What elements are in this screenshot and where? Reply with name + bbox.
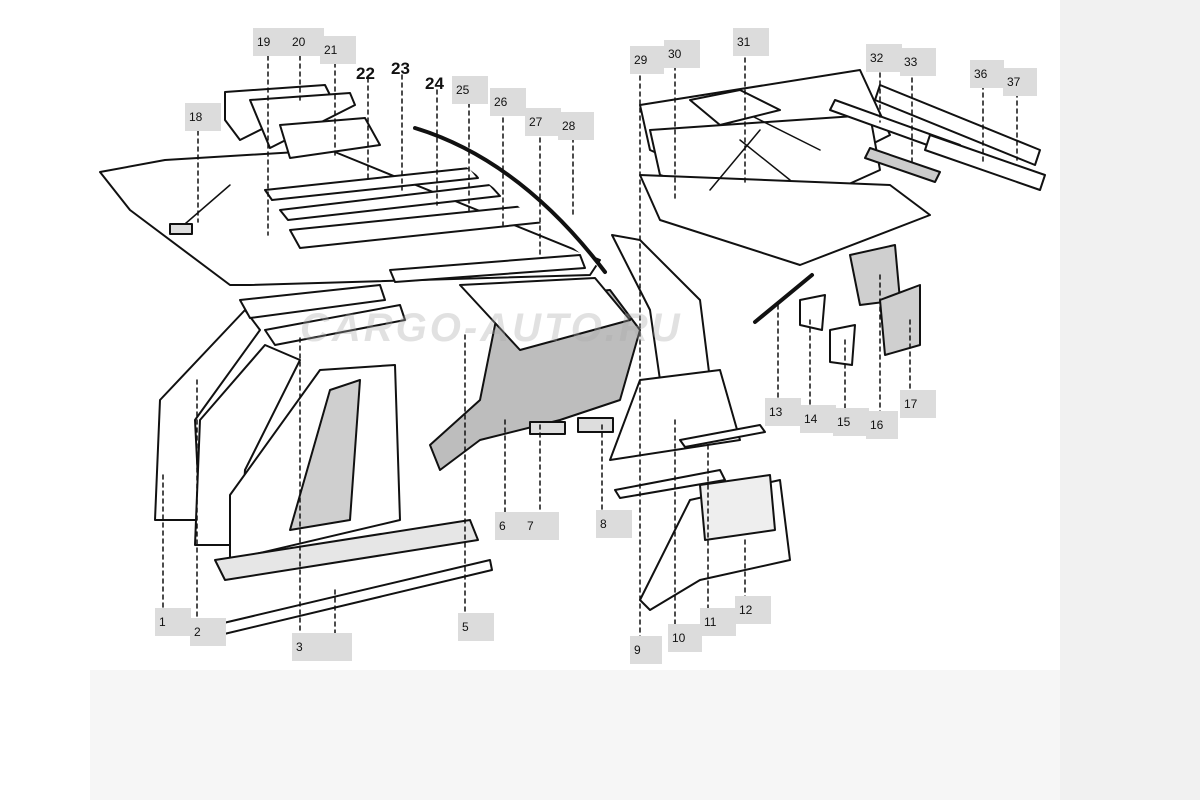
callout-1: 1 [155, 608, 191, 636]
callout-26: 26 [490, 88, 526, 116]
left-body-side [154, 284, 493, 636]
callout-25: 25 [452, 76, 488, 104]
callout-13: 13 [765, 398, 801, 426]
leader-lines [162, 39, 1018, 641]
callout-24: 24 [425, 74, 444, 93]
roof-rails [264, 126, 607, 283]
callout-29: 29 [630, 46, 664, 74]
callout-12: 12 [735, 596, 771, 624]
callout-30: 30 [664, 40, 700, 68]
callout-22: 22 [356, 64, 375, 83]
callout-23: 23 [391, 59, 410, 78]
callout-7: 7 [523, 512, 559, 540]
page-footer-band [90, 670, 1060, 800]
trim-strips [829, 84, 1046, 191]
callout-2: 2 [190, 618, 226, 646]
callout-9: 9 [630, 636, 662, 664]
page-margin-right [1060, 0, 1200, 800]
callout-16: 16 [866, 411, 898, 439]
callout-3: 3 [292, 633, 352, 661]
callout-10: 10 [668, 624, 702, 652]
callout-20: 20 [288, 28, 324, 56]
callout-33: 33 [900, 48, 936, 76]
callout-11: 11 [700, 608, 736, 636]
callout-27: 27 [525, 108, 561, 136]
roof-panel [99, 149, 601, 286]
rear-quarter [609, 234, 791, 611]
callout-17: 17 [900, 390, 936, 418]
callout-15: 15 [833, 408, 869, 436]
callout-31: 31 [733, 28, 769, 56]
inner-quarter-panel [429, 277, 641, 471]
sunroof-frames [224, 84, 381, 159]
callout-37: 37 [1003, 68, 1037, 96]
callout-19: 19 [253, 28, 289, 56]
callout-14: 14 [800, 405, 836, 433]
callout-21: 21 [320, 36, 356, 64]
callout-28: 28 [558, 112, 594, 140]
callout-36: 36 [970, 60, 1004, 88]
tailgate [639, 69, 931, 266]
callout-18: 18 [185, 103, 221, 131]
callout-8: 8 [596, 510, 632, 538]
callout-5: 5 [458, 613, 494, 641]
hardware [753, 244, 921, 366]
callout-32: 32 [866, 44, 902, 72]
watermark: CARGO-AUTO.RU [300, 306, 683, 350]
